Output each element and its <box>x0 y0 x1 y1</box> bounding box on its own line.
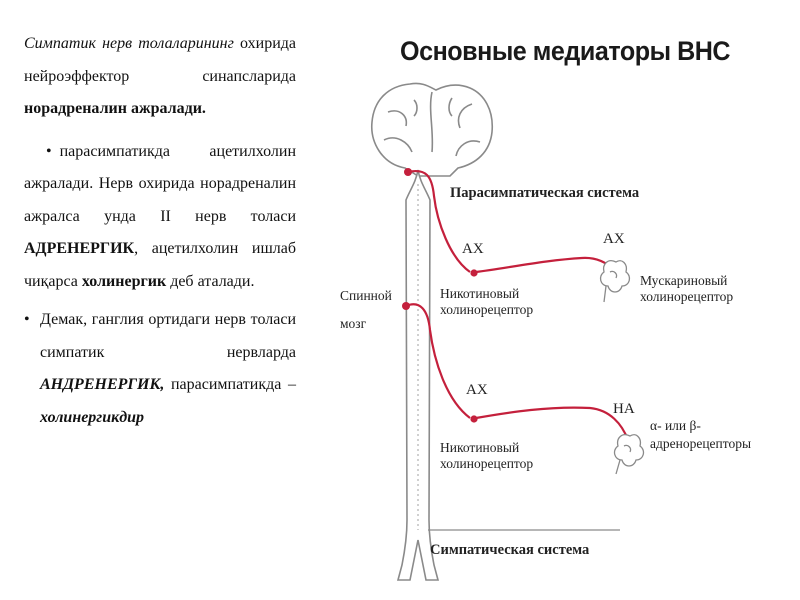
muscarinic-label-2: холинорецептор <box>640 289 734 304</box>
nicotinic-bottom-label-1: Никотиновый <box>440 440 520 455</box>
parasympathetic-nodes <box>404 168 478 277</box>
ax-label-top-left: АХ <box>462 241 484 257</box>
p2-text-c: деб аталади. <box>166 272 255 290</box>
p3-text-a: Демак, ганглия ортидаги нерв толаси симп… <box>40 311 296 361</box>
bullet-icon: • <box>46 142 52 160</box>
text-column: Симпатик нерв толаларининг охирида нейро… <box>24 28 296 434</box>
sympathetic-nodes <box>402 302 478 423</box>
ganglion-synapse-top <box>470 269 478 277</box>
na-label-bottom: НА <box>613 401 635 417</box>
ganglion-synapse-bottom <box>470 415 478 423</box>
paragraph-1: Симпатик нерв толаларининг охирида нейро… <box>24 28 296 126</box>
paragraph-3: • Демак, ганглия ортидаги нерв толаси сим… <box>24 304 296 434</box>
adrenergic-effector-icon <box>613 434 645 475</box>
spinal-cord-label-2: мозг <box>340 316 367 331</box>
p3-text-b: парасимпатикда – <box>164 376 296 393</box>
brain-icon <box>371 82 494 177</box>
adrenoreceptor-label-1: α- или β- <box>650 418 701 433</box>
paragraph-2: •парасимпатикда ацетилхолин ажралади. Не… <box>24 136 296 299</box>
p2-text-a: парасимпатикда ацетилхолин ажралади. Нер… <box>24 142 296 225</box>
adrenoreceptor-label-2: адренорецепторы <box>650 436 752 451</box>
sympathetic-label: Симпатическая система <box>430 542 590 558</box>
ax-label-bottom: АХ <box>466 382 488 398</box>
sympathetic-pathway <box>405 303 630 441</box>
parasympathetic-label: Парасимпатическая система <box>450 185 640 201</box>
ans-mediators-diagram: Основные медиаторы ВНС Парасимпатическая… <box>310 0 800 600</box>
p2-bold-1: АДРЕНЕРГИК <box>24 240 135 257</box>
nicotinic-bottom-label-2: холинорецептор <box>440 456 534 471</box>
diagram-title: Основные медиаторы ВНС <box>400 36 731 66</box>
p2-bold-2: холинергик <box>81 272 167 290</box>
p1-italic: Симпатик нерв толаларининг <box>24 35 234 52</box>
nicotinic-top-label-2: холинорецептор <box>440 302 534 317</box>
preganglionic-node-top <box>404 168 412 176</box>
diagram-graphic <box>371 82 645 581</box>
spinal-cord-label-1: Спинной <box>340 288 392 303</box>
ax-label-top-right: АХ <box>603 231 625 247</box>
p3-bold-italic-1: АНДРЕНЕРГИК, <box>40 376 165 393</box>
bullet-icon: • <box>24 311 30 328</box>
p2-text-b: , ацетилхолин ишлаб чиқарса <box>24 240 296 290</box>
nicotinic-top-label-1: Никотиновый <box>440 286 520 301</box>
muscarinic-label-1: Мускариновый <box>640 273 728 288</box>
preganglionic-node-bottom <box>402 302 410 310</box>
p1-bold: норадреналин ажралади. <box>24 100 206 117</box>
p3-bold-italic-2: холинергикдир <box>40 408 145 426</box>
muscarinic-effector-icon <box>599 260 631 303</box>
spinal-cord-graphic <box>396 169 440 581</box>
p1-plain: охирида нейроэффектор синапсларида <box>24 35 296 85</box>
